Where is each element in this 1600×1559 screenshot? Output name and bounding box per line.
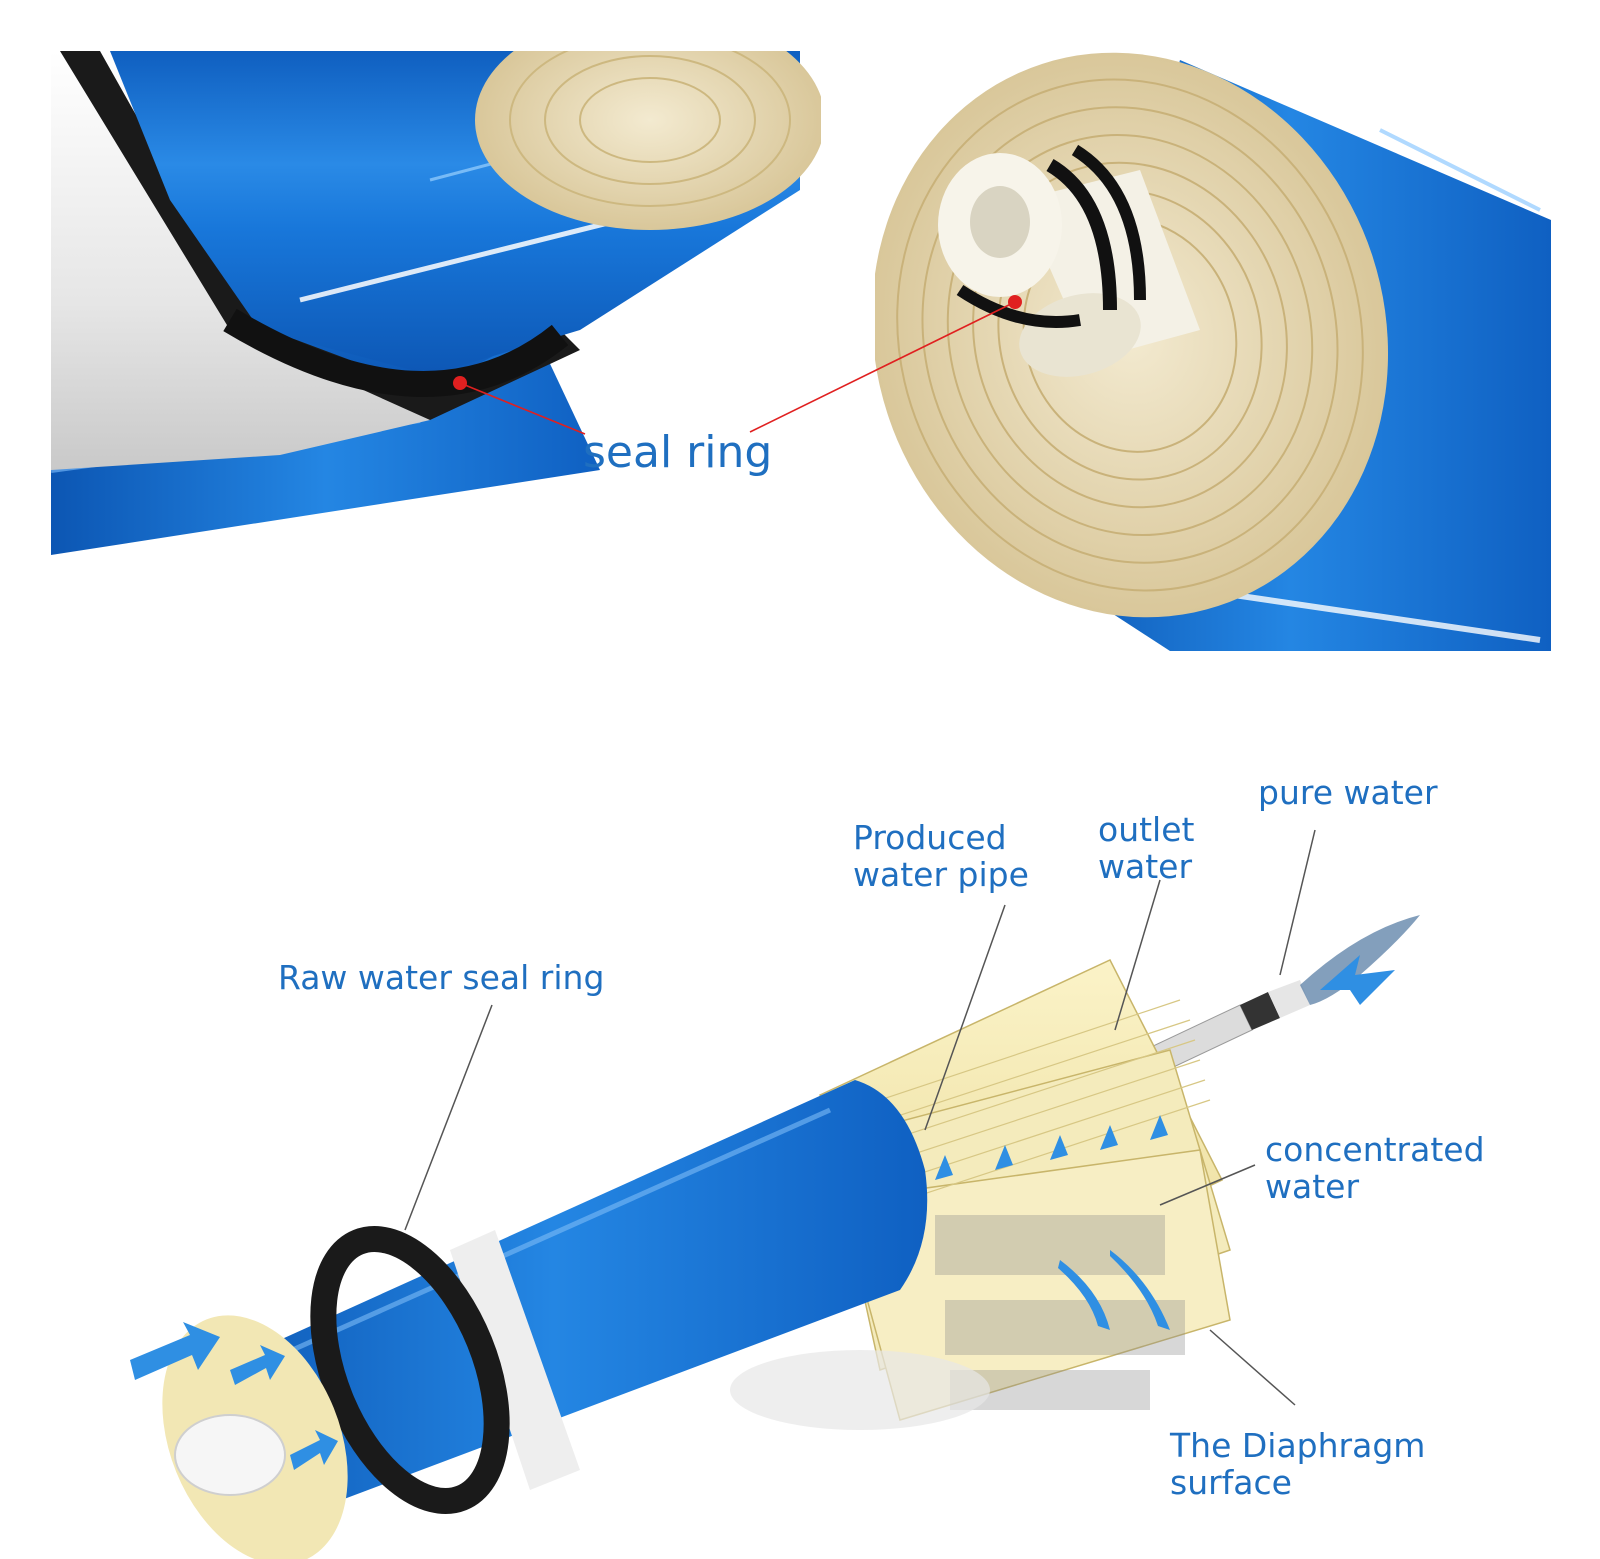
outlet-water-line-2: water [1098,846,1193,886]
cutaway-diagram [130,915,1420,1559]
raw-water-inlet-arrows-icon [130,1322,338,1470]
seal-ring-leader-left [459,382,586,435]
bottom-leader-lines [404,829,1316,1406]
concentrated-water-label: concentrated water [1265,1130,1485,1206]
concentrated-water-line-1: concentrated [1265,1130,1485,1169]
concentrated-water-line-2: water [1265,1166,1360,1206]
diaphragm-surface-line-2: surface [1170,1462,1292,1502]
diaphragm-surface-label: The Diaphragm surface [1170,1426,1426,1502]
pure-water-arrow-icon [1320,955,1395,1005]
seal-ring-label: seal ring [583,427,773,478]
outlet-water-label: outlet water [1098,810,1195,886]
outlet-water-line-1: outlet [1098,810,1195,849]
seal-ring-leader-right [749,301,1016,433]
raw-water-seal-ring-label: Raw water seal ring [278,958,605,997]
produced-water-pipe-line-2: water pipe [853,854,1029,894]
membrane-face-photo [875,51,1551,651]
diaphragm-surface-line-1: The Diaphragm [1170,1426,1426,1465]
produced-water-pipe-line-1: Produced [853,818,1007,857]
produced-water-pipe-label: Produced water pipe [853,818,1029,894]
membrane-end-photo [51,51,821,555]
pure-water-label: pure water [1258,773,1438,812]
